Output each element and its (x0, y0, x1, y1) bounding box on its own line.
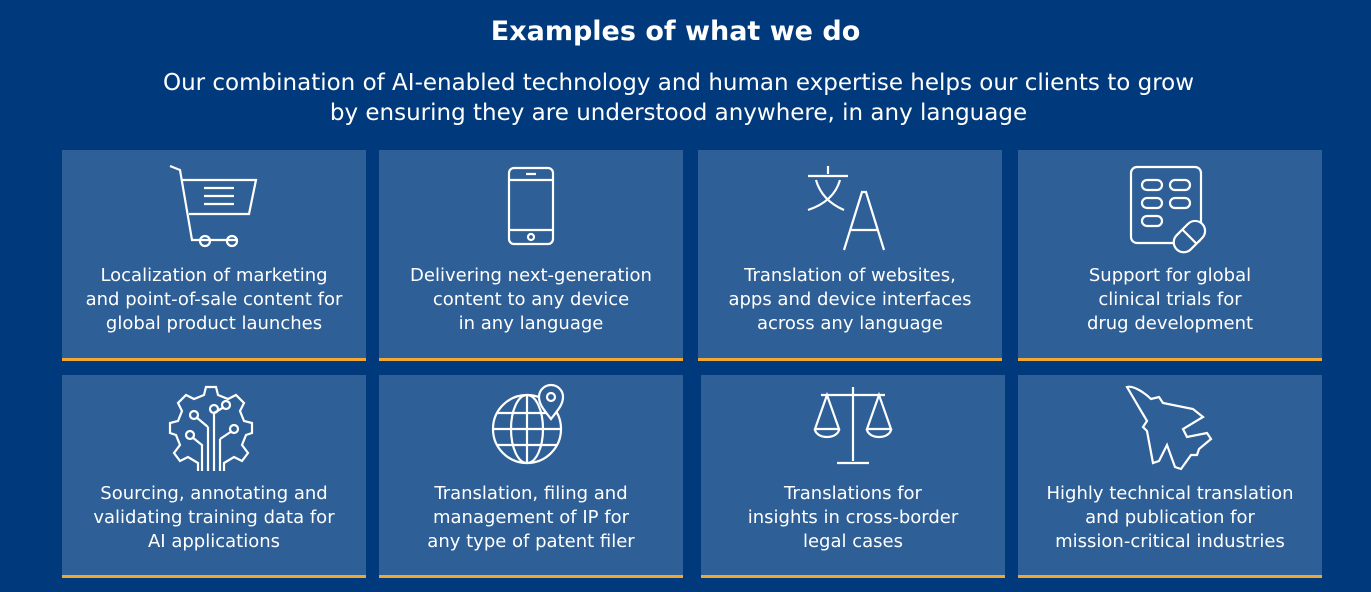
card-text: Localization of marketing and point-of-s… (85, 265, 343, 334)
card-text: Translations for insights in cross-borde… (747, 483, 959, 552)
page-subtitle: Our combination of AI-enabled technology… (0, 68, 1357, 128)
card-ai-training-data[interactable]: Sourcing, annotating and validating trai… (62, 375, 366, 578)
card-legal-cases[interactable]: Translations for insights in cross-borde… (701, 375, 1005, 578)
pills-icon (1129, 165, 1207, 254)
subtitle-line: Our combination of AI-enabled technology… (162, 70, 1195, 96)
card-text: Translation of websites, apps and device… (728, 265, 972, 334)
card-clinical-trials[interactable]: Support for global clinical trials for d… (1018, 150, 1322, 361)
card-text: Support for global clinical trials for d… (1086, 265, 1254, 334)
card-website-translation[interactable]: Translation of websites, apps and device… (698, 150, 1002, 361)
card-text: Highly technical translation and publica… (1046, 483, 1294, 552)
card-text: Translation, filing and management of IP… (427, 483, 635, 552)
card-text: Delivering next-generation content to an… (410, 265, 652, 334)
scales-icon (813, 387, 893, 465)
translate-icon (807, 166, 886, 251)
smartphone-icon (507, 166, 555, 246)
card-text: Sourcing, annotating and validating trai… (93, 483, 335, 552)
card-marketing-localization[interactable]: Localization of marketing and point-of-s… (62, 150, 366, 361)
subtitle-line: by ensuring they are understood anywhere… (329, 100, 1028, 126)
card-device-content[interactable]: Delivering next-generation content to an… (379, 150, 683, 361)
card-patent-ip[interactable]: Translation, filing and management of IP… (379, 375, 683, 578)
ai-gear-circuit-icon (168, 385, 254, 471)
page-title: Examples of what we do (490, 16, 861, 47)
fighter-jet-icon (1125, 385, 1213, 471)
card-mission-critical[interactable]: Highly technical translation and publica… (1018, 375, 1322, 578)
globe-pin-icon (491, 383, 565, 465)
shopping-cart-icon (169, 164, 258, 248)
